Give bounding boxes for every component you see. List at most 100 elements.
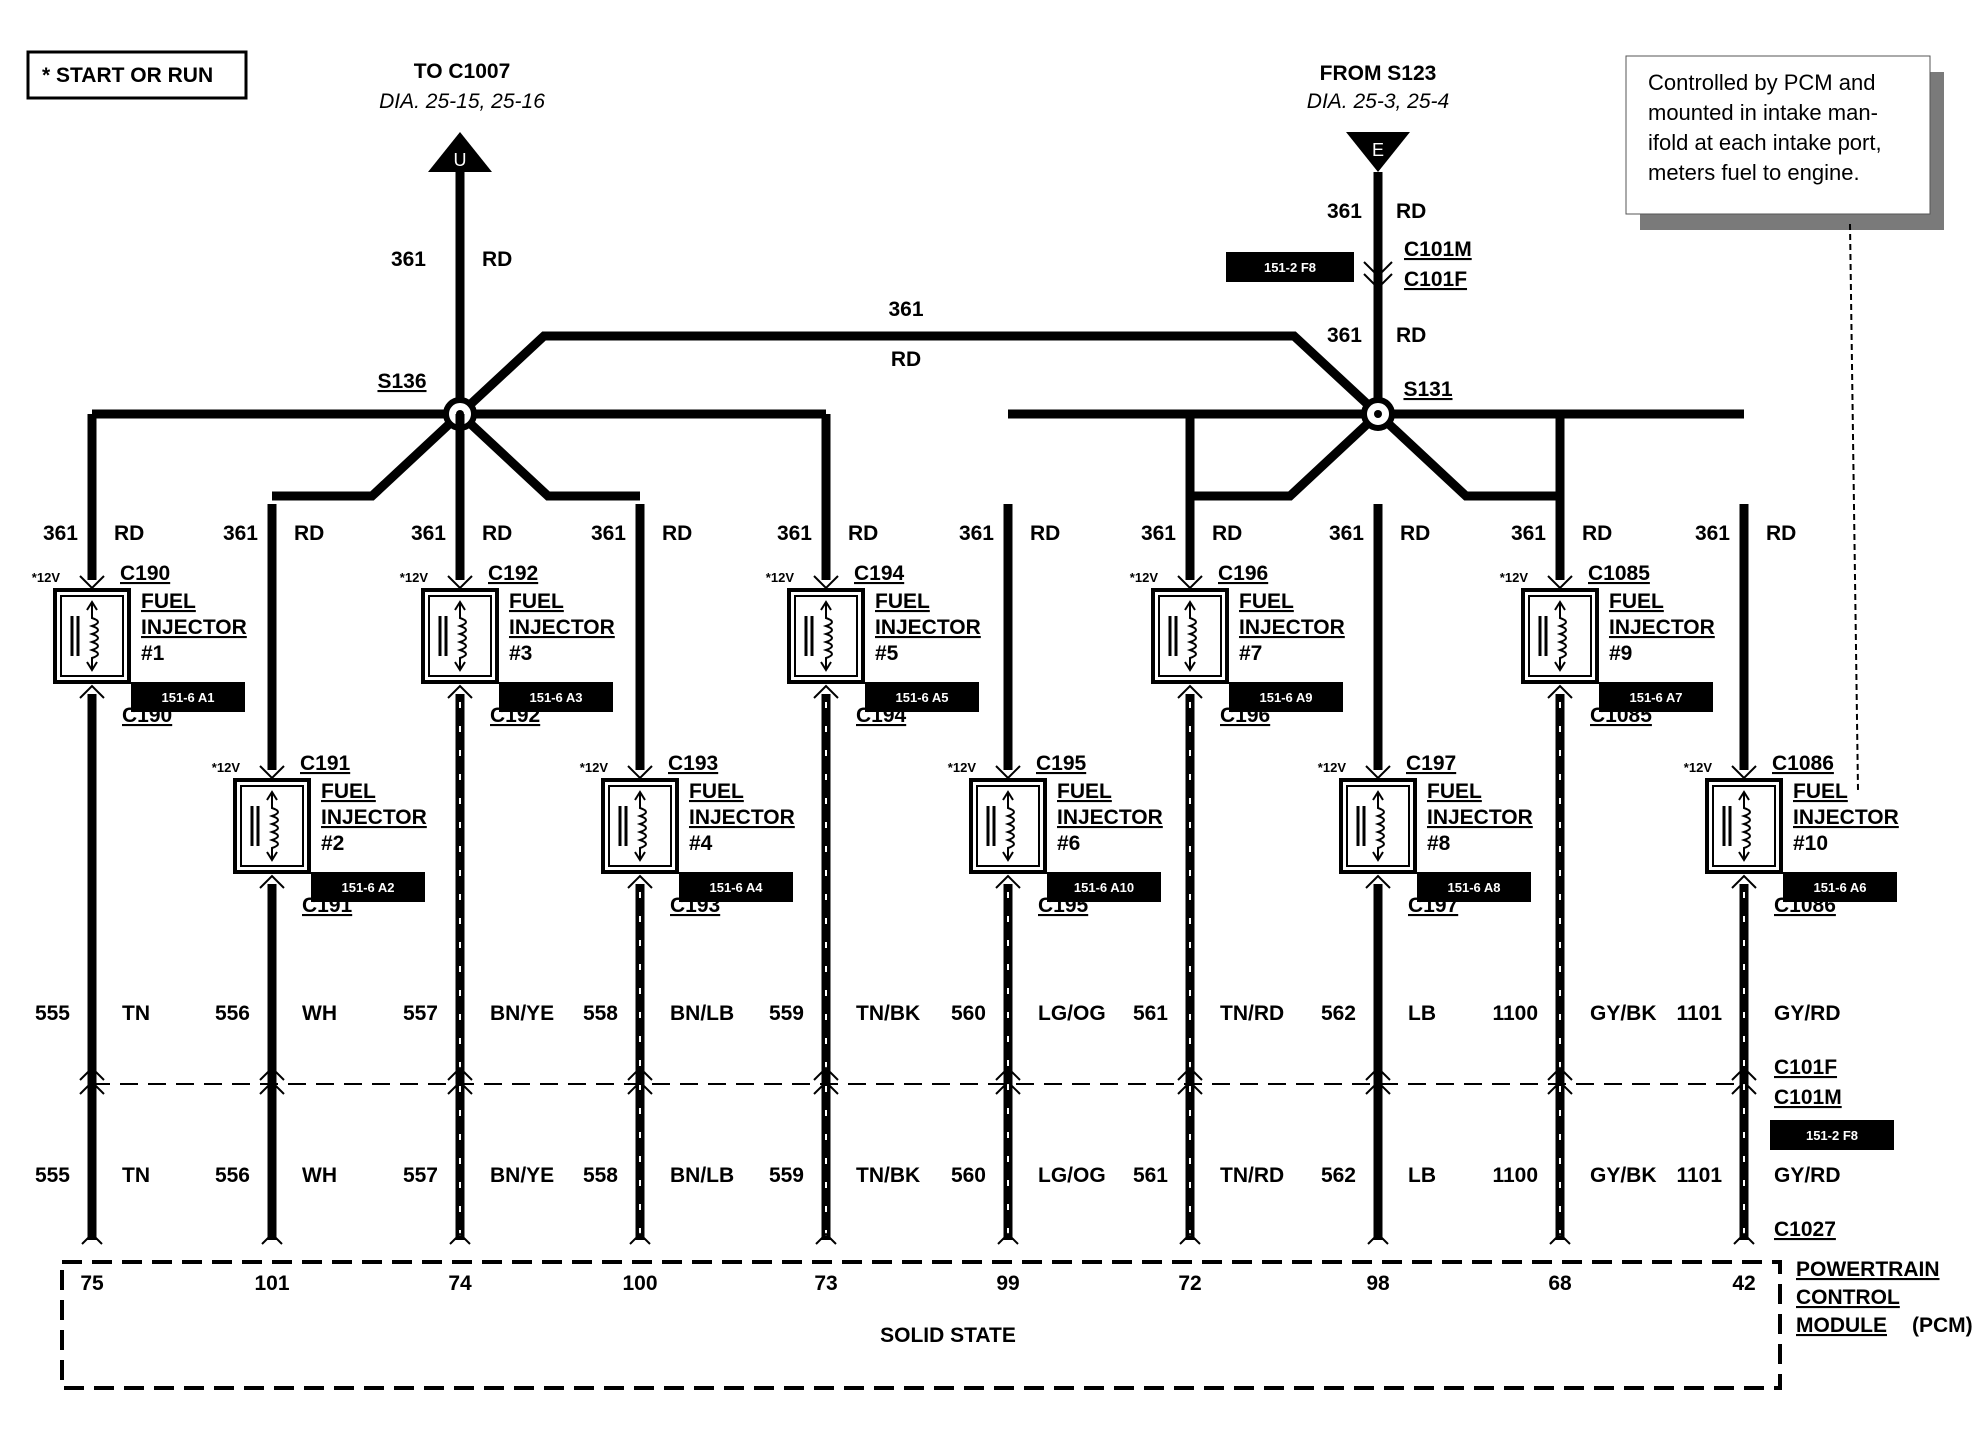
- injector-conn-bottom-8: C197: [1408, 894, 1458, 917]
- signal-circuit-upper-2: 556: [215, 1002, 250, 1025]
- signal-circuit-upper-10: 1101: [1676, 1002, 1722, 1025]
- wire-network: [92, 172, 1744, 501]
- injector-conn-bottom-5: C194: [856, 704, 907, 727]
- signal-circuit-upper-5: 559: [769, 1002, 804, 1025]
- injector-voltage-3: *12V: [400, 570, 429, 585]
- splice-s131-label: S131: [1403, 378, 1452, 401]
- pcm-pin-2: 101: [254, 1272, 289, 1295]
- signal-circuit-upper-6: 560: [951, 1002, 986, 1025]
- signal-circuit-lower-7: 561: [1133, 1164, 1168, 1187]
- top-conn-male: C101M: [1404, 238, 1472, 261]
- signal-circuit-lower-6: 560: [951, 1164, 986, 1187]
- solenoid-coil-icon: [268, 794, 279, 860]
- injector-ref-badge-10: 151-6 A6: [1783, 872, 1897, 902]
- injector-title-line-1: FUEL: [1609, 590, 1664, 613]
- right-feed-circuit-top: 361: [1327, 200, 1362, 223]
- signal-circuit-upper-3: 557: [403, 1002, 438, 1025]
- injector-title-line-1: FUEL: [1427, 780, 1482, 803]
- injector-feed-circuit-6: 361: [959, 522, 994, 545]
- injector-conn-bottom-3: C192: [490, 704, 540, 727]
- injector-title-line-1: FUEL: [1793, 780, 1848, 803]
- signal-color-lower-1: TN: [122, 1164, 150, 1187]
- injector-number-5: #5: [875, 642, 899, 665]
- injector-voltage-10: *12V: [1684, 760, 1713, 775]
- pcm-connector-label: C1027: [1774, 1218, 1836, 1241]
- signal-color-lower-7: TN/RD: [1220, 1164, 1284, 1187]
- signal-color-lower-6: LG/OG: [1038, 1164, 1106, 1187]
- pcm-name-line-3: MODULE: [1796, 1314, 1887, 1337]
- injector-voltage-7: *12V: [1130, 570, 1159, 585]
- injector-ref-text-3: 151-6 A3: [530, 690, 583, 705]
- pcm-name-line-1: POWERTRAIN: [1796, 1258, 1940, 1281]
- start-or-run-note: * START OR RUN: [26, 50, 248, 100]
- pcm-name-line-2: CONTROL: [1796, 1286, 1900, 1309]
- pcm-pin-6: 99: [996, 1272, 1019, 1295]
- signal-color-upper-5: TN/BK: [856, 1002, 920, 1025]
- pcm-pin-4: 100: [622, 1272, 657, 1295]
- solenoid-coil-icon: [636, 794, 647, 860]
- pcm-pin-3: 74: [448, 1272, 472, 1295]
- injector-conn-top-4: C193: [668, 752, 718, 775]
- signal-color-upper-4: BN/LB: [670, 1002, 734, 1025]
- signal-color-upper-8: LB: [1408, 1002, 1436, 1025]
- injector-feed-color-8: RD: [1400, 522, 1430, 545]
- solenoid-coil-icon: [1740, 794, 1751, 860]
- signal-circuit-upper-1: 555: [35, 1002, 70, 1025]
- injector-ref-badge-6: 151-6 A10: [1047, 872, 1161, 902]
- injector-feed-color-3: RD: [482, 522, 512, 545]
- injector-title-line-1: FUEL: [321, 780, 376, 803]
- signal-circuit-lower-8: 562: [1321, 1164, 1356, 1187]
- injector-voltage-5: *12V: [766, 570, 795, 585]
- injector-ref-badge-8: 151-6 A8: [1417, 872, 1531, 902]
- top-conn-ref-badge: 151-2 F8: [1226, 252, 1354, 282]
- from-source-label: FROM S123: [1320, 62, 1437, 85]
- injector-feed-circuit-9: 361: [1511, 522, 1546, 545]
- injector-title-line-2: INJECTOR: [1793, 806, 1899, 829]
- right-feed-circuit-mid: 361: [1327, 324, 1362, 347]
- injector-conn-top-5: C194: [854, 562, 905, 585]
- pcm-pin-5: 73: [814, 1272, 837, 1295]
- injector-title-line-2: INJECTOR: [689, 806, 795, 829]
- to-c1007-arrow: [428, 132, 492, 172]
- crossover-color: RD: [891, 348, 921, 371]
- to-arrow-letter: U: [454, 150, 467, 170]
- injector-title-line-1: FUEL: [1057, 780, 1112, 803]
- left-feed-circuit: 361: [391, 248, 426, 271]
- injector-feed-color-10: RD: [1766, 522, 1796, 545]
- injector-ref-badge-7: 151-6 A9: [1229, 682, 1343, 712]
- signal-color-upper-6: LG/OG: [1038, 1002, 1106, 1025]
- injector-conn-top-8: C197: [1406, 752, 1456, 775]
- injector-feed-circuit-3: 361: [411, 522, 446, 545]
- start-or-run-text: * START OR RUN: [42, 64, 213, 87]
- signal-color-lower-8: LB: [1408, 1164, 1436, 1187]
- signal-color-upper-3: BN/YE: [490, 1002, 554, 1025]
- injector-feed-circuit-2: 361: [223, 522, 258, 545]
- top-conn-female: C101F: [1404, 268, 1467, 291]
- pcm-pin-7: 72: [1178, 1272, 1201, 1295]
- injector-feed-color-7: RD: [1212, 522, 1242, 545]
- injector-conn-bottom-10: C1086: [1774, 894, 1836, 917]
- bottom-conn-female: C101F: [1774, 1056, 1837, 1079]
- injector-conn-bottom-2: C191: [302, 894, 353, 917]
- pcm-pin-1: 75: [80, 1272, 104, 1295]
- callout-line-4: meters fuel to engine.: [1648, 160, 1860, 185]
- pcm-pin-9: 68: [1548, 1272, 1572, 1295]
- injector-feed-circuit-10: 361: [1695, 522, 1730, 545]
- injector-title-line-1: FUEL: [689, 780, 744, 803]
- crossover-wire: [456, 331, 1382, 418]
- injector-ref-text-2: 151-6 A2: [342, 880, 395, 895]
- solenoid-coil-icon: [456, 604, 467, 670]
- injector-feed-circuit-1: 361: [43, 522, 78, 545]
- solenoid-coil-icon: [1004, 794, 1015, 860]
- injector-conn-bottom-4: C193: [670, 894, 720, 917]
- injector-title-line-2: INJECTOR: [321, 806, 427, 829]
- signal-circuit-upper-4: 558: [583, 1002, 618, 1025]
- branch-wire-7: [1190, 410, 1382, 501]
- injector-ref-text-5: 151-6 A5: [896, 690, 949, 705]
- injector-ref-badge-2: 151-6 A2: [311, 872, 425, 902]
